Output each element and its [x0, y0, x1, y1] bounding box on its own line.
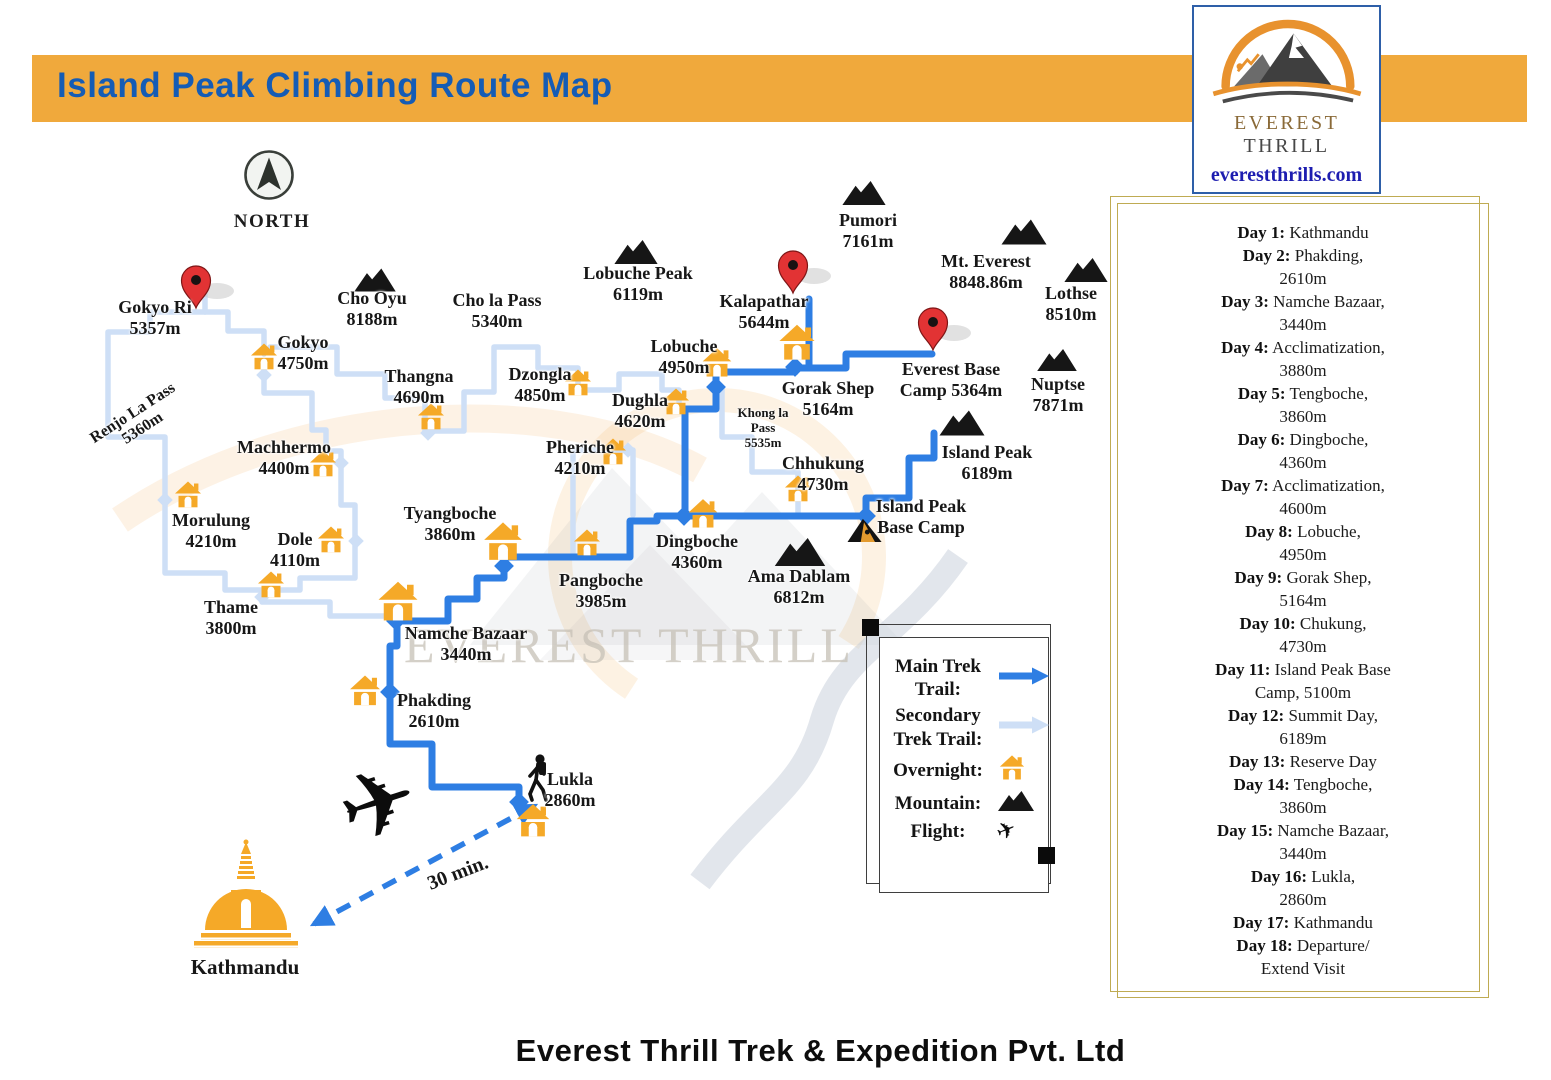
- legend-item: Mountain:: [881, 790, 1050, 817]
- legend-item-label: Overnight:: [893, 759, 983, 781]
- legend: Main Trek Trail:Secondary Trek Trail: Ove…: [862, 619, 1055, 893]
- legend-corner-square: [862, 619, 879, 636]
- mountain-icon: [995, 790, 1050, 817]
- itinerary-day: Day 9: Gorak Shep,5164m: [1234, 568, 1372, 610]
- itinerary-day: Day 18: Departure/Extend Visit: [1236, 936, 1370, 978]
- itinerary-day: Day 14: Tengboche,3860m: [1233, 775, 1373, 817]
- legend-item: Flight: ✈: [881, 815, 1050, 847]
- itinerary-day: Day 2: Phakding,2610m: [1242, 246, 1364, 288]
- brand-primary: EVEREST: [1234, 112, 1339, 134]
- logo-box: EVEREST THRILL everestthrills.com: [1192, 5, 1381, 194]
- compass-icon: [243, 149, 295, 206]
- legend-item: Secondary Trek Trail:: [881, 704, 1050, 750]
- legend-item-label: Flight:: [910, 820, 966, 842]
- secondary-trail-arrow-icon: [995, 716, 1050, 739]
- brand-secondary: THRILL: [1243, 135, 1330, 157]
- itinerary-day: Day 17: Kathmandu: [1233, 913, 1373, 932]
- itinerary-day: Day 10: Chukung,4730m: [1239, 614, 1367, 656]
- itinerary-day: Day 8: Lobuche,4950m: [1245, 522, 1361, 564]
- legend-item: Overnight:: [881, 754, 1050, 787]
- everest-thrill-logo-icon: [1212, 19, 1361, 104]
- itinerary-day: Day 3: Namche Bazaar,3440m: [1221, 292, 1385, 334]
- main-trail-arrow-icon: [995, 667, 1050, 690]
- itinerary-day: Day 12: Summit Day,6189m: [1227, 706, 1379, 748]
- page-title: Island Peak Climbing Route Map: [57, 66, 613, 105]
- legend-corner-square: [1038, 847, 1055, 864]
- north-label: NORTH: [233, 211, 311, 232]
- itinerary-day: Day 4: Acclimatization,3880m: [1221, 338, 1385, 380]
- watermark-text: EVEREST THRILL: [404, 617, 854, 673]
- itinerary-day: Day 1: Kathmandu: [1237, 223, 1369, 242]
- website-link[interactable]: everestthrills.com: [1210, 164, 1363, 186]
- legend-item-label: Main Trek Trail:: [894, 656, 981, 701]
- footer-company: Everest Thrill Trek & Expedition Pvt. Lt…: [515, 1033, 1126, 1068]
- legend-item: Main Trek Trail:: [881, 655, 1050, 701]
- itinerary-day: Day 16: Lukla,2860m: [1250, 867, 1356, 909]
- flight-plane-icon: ✈: [992, 815, 1021, 847]
- itinerary-day: Day 15: Namche Bazaar,3440m: [1216, 821, 1390, 863]
- legend-item-label: Secondary Trek Trail:: [893, 705, 983, 750]
- legend-item-label: Mountain:: [894, 792, 982, 814]
- itinerary-day: Day 7: Acclimatization,4600m: [1221, 476, 1385, 518]
- itinerary-day: Day 5: Tengboche,3860m: [1237, 384, 1369, 426]
- itinerary-day: Day 6: Dingboche,4360m: [1237, 430, 1369, 472]
- itinerary-day: Day 13: Reserve Day: [1229, 752, 1377, 771]
- brand-name: EVEREST THRILL: [1194, 112, 1379, 158]
- overnight-house-icon: [995, 754, 1050, 787]
